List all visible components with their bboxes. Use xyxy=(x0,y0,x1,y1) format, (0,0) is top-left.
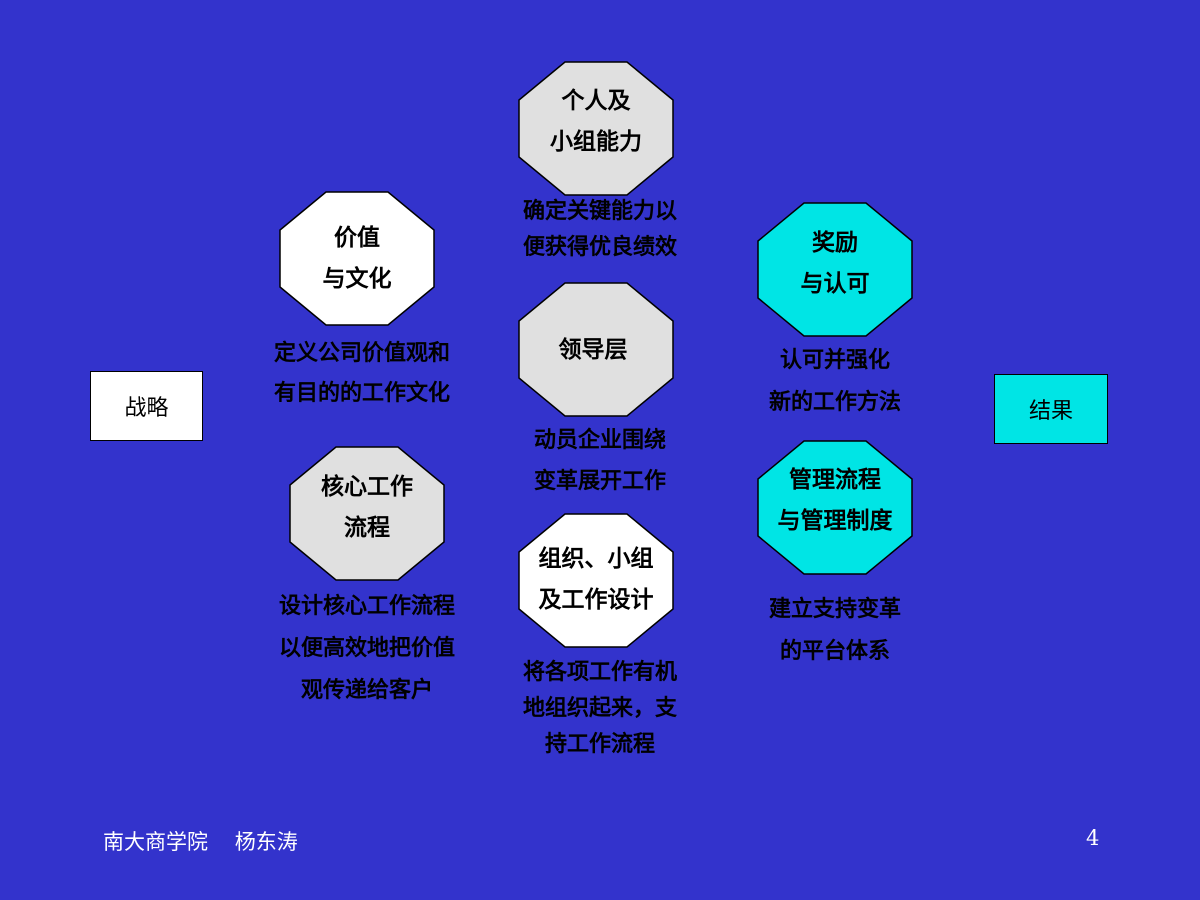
core-process-label: 核心工作 流程 xyxy=(321,474,413,541)
mgmt-process-label: 管理流程 与管理制度 xyxy=(777,467,893,534)
leadership-description: 动员企业围绕 变革展开工作 xyxy=(533,428,666,494)
capability-label: 个人及 小组能力 xyxy=(550,88,642,155)
octagon-capability xyxy=(518,61,674,196)
octagon-rewards xyxy=(757,202,913,337)
strategy-label: 战略 xyxy=(124,396,169,421)
strategy-box: 战略 xyxy=(90,371,203,441)
mgmt-process-description: 建立支持变革 的平台体系 xyxy=(768,597,901,664)
rewards-label: 奖励 与认可 xyxy=(800,230,870,297)
octagon-leadership xyxy=(518,282,674,417)
octagon-values-culture xyxy=(279,191,435,326)
results-box: 结果 xyxy=(994,374,1108,444)
core-process-description: 设计核心工作流程 以便高效地把价值 观传递给客户 xyxy=(278,594,455,703)
values-culture-description: 定义公司价值观和 有目的的工作文化 xyxy=(273,341,450,406)
octagon-mgmt-process xyxy=(757,440,913,575)
leadership-label: 领导层 xyxy=(558,337,628,363)
values-culture-label: 价值 与文化 xyxy=(322,225,392,292)
footer-author: 南大商学院 杨东涛 xyxy=(103,830,298,854)
rewards-description: 认可并强化 新的工作方法 xyxy=(768,348,901,415)
capability-description: 确定关键能力以 便获得优良绩效 xyxy=(522,199,677,260)
octagon-core-process xyxy=(289,446,445,581)
org-design-label: 组织、小组 及工作设计 xyxy=(538,546,654,613)
octagon-org-design xyxy=(518,513,674,648)
org-design-description: 将各项工作有机 地组织起来，支 持工作流程 xyxy=(522,660,677,757)
results-label: 结果 xyxy=(1028,399,1073,424)
page-number: 4 xyxy=(1086,826,1100,850)
